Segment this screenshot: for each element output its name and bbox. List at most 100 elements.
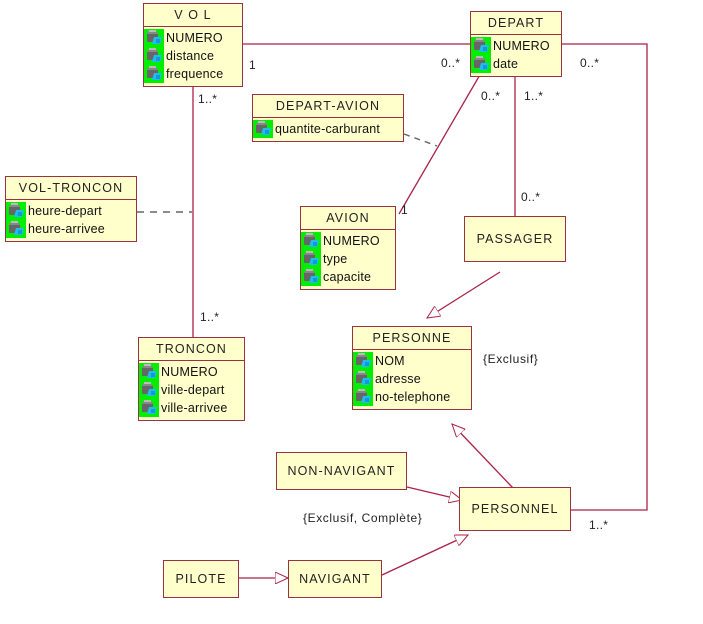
attribute-row: date	[471, 55, 561, 73]
gen-navigant-personnel	[381, 534, 468, 576]
class-box-depart[interactable]: DEPART NUMERO date	[470, 11, 562, 77]
link-depart-avion	[398, 72, 482, 215]
attribute-row: adresse	[353, 370, 471, 388]
attribute-icon	[353, 370, 373, 388]
constraint-exclusif-complete: {Exclusif, Complète}	[303, 511, 423, 525]
link-departavion-dashed	[403, 133, 438, 147]
class-box-navigant[interactable]: NAVIGANT	[288, 560, 382, 598]
class-name-passager: PASSAGER	[465, 217, 565, 250]
attribute-label: heure-arrivee	[28, 222, 105, 236]
class-box-personnel[interactable]: PERSONNEL	[459, 487, 571, 531]
attribute-icon	[139, 363, 159, 381]
multiplicity-depart-right: 0..*	[580, 56, 600, 70]
link-depart-personnel	[562, 43, 648, 511]
attribute-icon	[253, 120, 273, 138]
attribute-row: heure-arrivee	[6, 220, 136, 238]
multiplicity-depart-below-right: 1..*	[524, 89, 544, 103]
class-box-personne[interactable]: PERSONNE NOM adresse no-telephone	[352, 326, 472, 410]
attribute-list-vol: NUMERO distance frequence	[144, 27, 242, 86]
attribute-label: no-telephone	[375, 390, 451, 404]
constraint-exclusif: {Exclusif}	[483, 352, 539, 366]
attribute-label: NUMERO	[493, 39, 550, 53]
attribute-label: frequence	[166, 67, 224, 81]
class-name-vol-troncon: VOL-TRONCON	[6, 177, 136, 200]
attribute-label: date	[493, 57, 519, 71]
multiplicity-avion-right: 1	[401, 203, 408, 217]
attribute-icon	[353, 388, 373, 406]
gen-nonnavigant-personnel	[406, 486, 462, 500]
multiplicity-passager-top: 0..*	[521, 190, 541, 204]
multiplicity-troncon-top: 1..*	[200, 310, 220, 324]
class-box-pilote[interactable]: PILOTE	[163, 560, 239, 598]
attribute-label: ville-depart	[161, 383, 225, 397]
attribute-icon	[471, 37, 491, 55]
attribute-row: no-telephone	[353, 388, 471, 406]
attribute-row: type	[301, 250, 395, 268]
class-name-avion: AVION	[301, 207, 395, 230]
class-box-depart-avion[interactable]: DEPART-AVION quantite-carburant	[252, 94, 404, 142]
class-box-vol-troncon[interactable]: VOL-TRONCON heure-depart heure-arrivee	[5, 176, 137, 242]
attribute-icon	[139, 381, 159, 399]
class-box-avion[interactable]: AVION NUMERO type capacite	[300, 206, 396, 290]
attribute-label: NUMERO	[166, 31, 223, 45]
attribute-row: NOM	[353, 352, 471, 370]
multiplicity-vol-right: 1	[249, 58, 256, 72]
class-name-vol: V O L	[144, 4, 242, 27]
attribute-list-depart: NUMERO date	[471, 35, 561, 76]
multiplicity-depart-below-left: 0..*	[481, 89, 501, 103]
attribute-list-vol-troncon: heure-depart heure-arrivee	[6, 200, 136, 241]
class-box-troncon[interactable]: TRONCON NUMERO ville-depart ville-arrive…	[138, 337, 245, 421]
attribute-label: distance	[166, 49, 215, 63]
class-name-troncon: TRONCON	[139, 338, 244, 361]
class-name-non-navigant: NON-NAVIGANT	[277, 453, 406, 482]
multiplicity-depart-left: 0..*	[441, 56, 461, 70]
multiplicity-vol-bottom: 1..*	[198, 92, 218, 106]
class-name-pilote: PILOTE	[164, 561, 238, 590]
class-box-vol[interactable]: V O L NUMERO distance frequence	[143, 3, 243, 87]
class-name-personnel: PERSONNEL	[460, 488, 570, 520]
attribute-icon	[301, 268, 321, 286]
class-box-passager[interactable]: PASSAGER	[464, 216, 566, 262]
attribute-row: quantite-carburant	[253, 120, 403, 138]
attribute-row: heure-depart	[6, 202, 136, 220]
attribute-icon	[6, 202, 26, 220]
attribute-row: capacite	[301, 268, 395, 286]
class-name-depart-avion: DEPART-AVION	[253, 95, 403, 118]
attribute-row: frequence	[144, 65, 242, 83]
attribute-row: NUMERO	[471, 37, 561, 55]
class-name-navigant: NAVIGANT	[289, 561, 381, 590]
attribute-label: heure-depart	[28, 204, 102, 218]
attribute-icon	[301, 250, 321, 268]
attribute-label: ville-arrivee	[161, 401, 228, 415]
attribute-list-depart-avion: quantite-carburant	[253, 118, 403, 141]
gen-personnel-personne	[452, 424, 514, 489]
attribute-label: capacite	[323, 270, 372, 284]
attribute-icon	[144, 47, 164, 65]
attribute-icon	[139, 399, 159, 417]
attribute-icon	[471, 55, 491, 73]
attribute-label: type	[323, 252, 348, 266]
attribute-row: ville-arrivee	[139, 399, 244, 417]
gen-passager-personne	[427, 271, 501, 318]
attribute-icon	[353, 352, 373, 370]
attribute-list-troncon: NUMERO ville-depart ville-arrivee	[139, 361, 244, 420]
multiplicity-personnel-right: 1..*	[589, 518, 609, 532]
attribute-row: NUMERO	[144, 29, 242, 47]
attribute-label: NUMERO	[161, 365, 218, 379]
attribute-label: NOM	[375, 354, 405, 368]
attribute-row: NUMERO	[139, 363, 244, 381]
attribute-icon	[6, 220, 26, 238]
attribute-list-personne: NOM adresse no-telephone	[353, 350, 471, 409]
attribute-icon	[301, 232, 321, 250]
attribute-icon	[144, 29, 164, 47]
class-name-depart: DEPART	[471, 12, 561, 35]
attribute-list-avion: NUMERO type capacite	[301, 230, 395, 289]
attribute-icon	[144, 65, 164, 83]
attribute-label: adresse	[375, 372, 421, 386]
class-box-non-navigant[interactable]: NON-NAVIGANT	[276, 452, 407, 490]
attribute-row: NUMERO	[301, 232, 395, 250]
attribute-label: NUMERO	[323, 234, 380, 248]
attribute-row: ville-depart	[139, 381, 244, 399]
attribute-label: quantite-carburant	[275, 122, 381, 136]
